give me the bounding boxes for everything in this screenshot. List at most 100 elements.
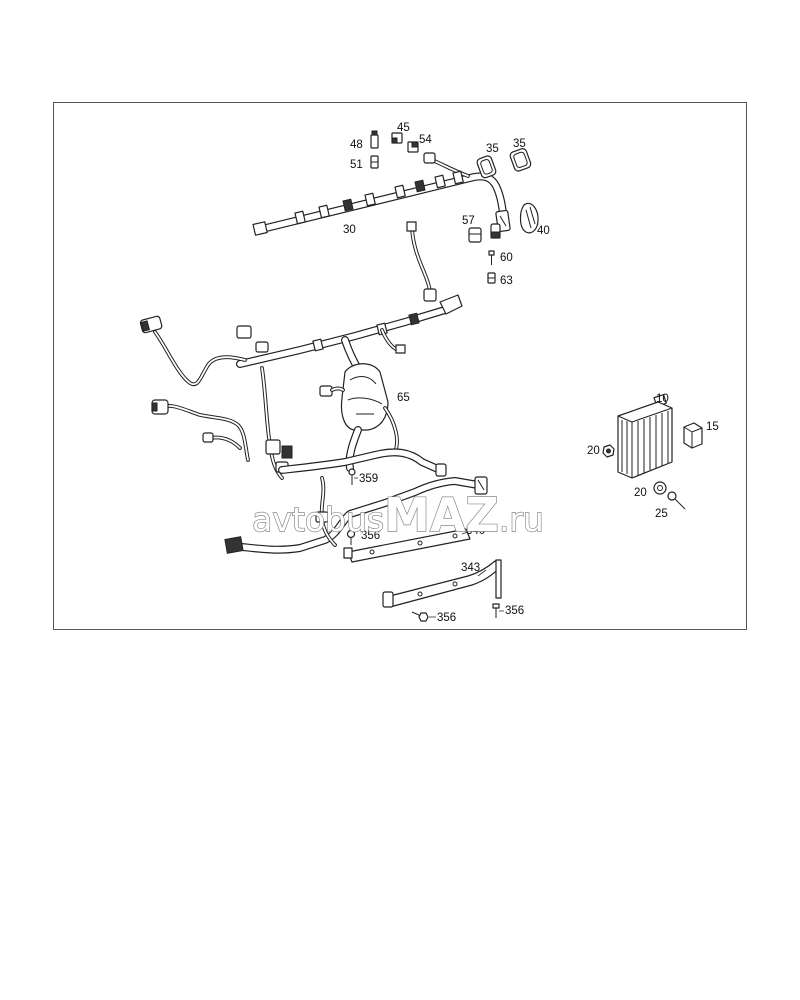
bracket-340-tab — [343, 547, 353, 559]
clip — [414, 179, 426, 193]
part-25-bolt — [667, 491, 686, 510]
bracket-hole — [417, 591, 423, 597]
control-unit-housing — [617, 401, 673, 479]
callout-40: 40 — [537, 225, 550, 237]
control-unit-side-ribs — [621, 420, 628, 474]
cluster-connector — [265, 439, 281, 455]
tube-inner-stroke — [346, 427, 361, 471]
bolt-head — [418, 612, 429, 622]
callout-35-left: 35 — [486, 143, 499, 155]
main-harness — [139, 294, 488, 554]
callout-60: 60 — [500, 252, 513, 264]
part-45-detail — [391, 137, 398, 144]
gasket-outer — [509, 148, 532, 172]
part-20-nut — [602, 444, 615, 458]
part-63-fitting — [487, 272, 496, 284]
clip — [452, 170, 464, 185]
nut-hole — [606, 448, 611, 454]
bracket-340-bar — [347, 528, 471, 563]
callout-30: 30 — [343, 224, 356, 236]
left-short-connector — [202, 432, 214, 443]
clip — [342, 198, 354, 212]
lower-harness-left-connector — [224, 536, 244, 554]
tube-inner-stroke — [279, 449, 443, 473]
part-54-connector — [407, 141, 419, 153]
main-rail-clip — [408, 312, 420, 326]
callout-359: 359 — [359, 473, 378, 485]
tube-inner-stroke — [154, 331, 246, 386]
cluster-connector — [281, 445, 293, 459]
part-10-control-unit — [617, 394, 673, 479]
connector-detail — [477, 479, 485, 491]
tube-inner-stroke — [229, 478, 481, 553]
diagram-frame — [53, 102, 747, 630]
bolt-head — [492, 603, 500, 609]
harness-30-end-connector — [252, 221, 268, 236]
harness-30-connector-54-side — [423, 152, 436, 164]
callout-51: 51 — [350, 159, 363, 171]
part-51-connector — [370, 155, 379, 169]
part-15-edge — [683, 426, 703, 448]
callout-20-nut: 20 — [587, 445, 600, 457]
callout-54: 54 — [419, 134, 432, 146]
part-356-bolt-upper — [346, 529, 356, 545]
bolt-shank — [674, 498, 686, 510]
watermark-brand: MAZ — [384, 488, 499, 542]
callout-340: 340 — [466, 525, 485, 537]
watermark-suffix: .ru — [499, 500, 544, 539]
part-48-connector — [370, 130, 379, 149]
part-65-housing — [340, 363, 389, 431]
main-rail-small-connector — [395, 344, 406, 354]
callout-25: 25 — [655, 508, 668, 520]
callout-48: 48 — [350, 139, 363, 151]
control-unit-front-edge — [617, 407, 673, 478]
control-unit-ribs — [637, 411, 669, 475]
part-35-gasket-left — [476, 155, 497, 179]
callout-63: 63 — [500, 275, 513, 287]
bracket-hole — [452, 533, 458, 539]
part-65-housing-detail — [347, 376, 383, 415]
callout-10: 10 — [656, 393, 669, 405]
screw-head — [488, 250, 495, 256]
callout-65: 65 — [397, 392, 410, 404]
callout-57: 57 — [462, 215, 475, 227]
washer-outer — [653, 481, 667, 495]
part-356-bolt-lower-left — [411, 611, 429, 622]
callout-356-lower-right: 356 — [505, 605, 524, 617]
part-340-bracket — [343, 528, 471, 563]
leader-343 — [477, 569, 487, 577]
part-343-bracket — [382, 559, 502, 608]
part-57-left — [468, 227, 482, 243]
part-65-side-connector — [319, 385, 333, 397]
clip — [318, 204, 330, 219]
tube-inner-stroke — [159, 404, 249, 461]
clip — [434, 174, 446, 189]
part-48-body — [370, 134, 379, 149]
bolt-head — [667, 491, 677, 501]
tube-inner-stroke — [431, 159, 469, 177]
part-40-ribs — [525, 206, 536, 229]
part-57-right-detail — [490, 231, 501, 239]
tube-inner-stroke — [255, 173, 506, 233]
watermark-prefix: avtobus — [252, 500, 384, 539]
tube-inner-stroke — [331, 387, 344, 391]
clip — [294, 210, 306, 225]
callout-labels: 48 45 54 51 35 35 40 30 57 60 63 65 10 1… — [343, 122, 719, 624]
callout-343: 343 — [461, 562, 480, 574]
bracket-343-post — [495, 559, 502, 599]
clip — [364, 192, 376, 207]
connector-detail — [499, 215, 507, 227]
washer-inner — [657, 485, 663, 491]
mid-harness-connector — [435, 463, 447, 477]
part-356-bolt-lower-right — [492, 603, 500, 618]
bracket-hole — [369, 549, 375, 555]
harness-30-clips — [294, 170, 464, 225]
callout-20-washer: 20 — [634, 487, 647, 499]
main-rail-connector — [255, 341, 269, 353]
leader-340 — [461, 531, 469, 535]
clip — [394, 184, 406, 199]
gasket-inner — [513, 151, 528, 168]
gasket-inner — [480, 159, 493, 175]
callout-35-right: 35 — [513, 138, 526, 150]
